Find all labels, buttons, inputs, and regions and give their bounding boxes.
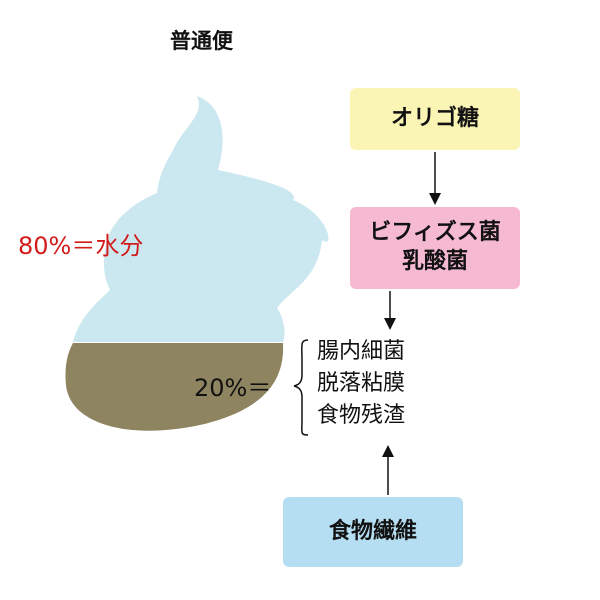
- dietary-fiber-box: 食物繊維: [283, 497, 463, 567]
- bifidobacteria-label: ビフィズス菌: [369, 220, 501, 246]
- arrow-fiber-to-components: [382, 445, 394, 495]
- oligosaccharide-label: オリゴ糖: [390, 105, 479, 131]
- component-item: 脱落粘膜: [317, 371, 406, 396]
- water-label: 80%＝水分: [18, 232, 144, 260]
- component-item: 食物残渣: [317, 403, 406, 428]
- diagram-title: 普通便: [170, 29, 233, 53]
- bacteria-box: ビフィズス菌 乳酸菌: [350, 207, 520, 289]
- solid-label: 20%＝: [194, 374, 272, 402]
- arrow-oligo-to-bacteria: [429, 152, 441, 205]
- brace: [293, 339, 309, 436]
- components-list: 腸内細菌 脱落粘膜 食物残渣: [317, 336, 405, 432]
- solid-portion: [65, 343, 284, 431]
- dietary-fiber-label: 食物繊維: [328, 518, 417, 544]
- oligosaccharide-box: オリゴ糖: [350, 88, 520, 150]
- arrow-bacteria-to-components: [384, 291, 396, 330]
- lactic-acid-bacteria-label: 乳酸菌: [401, 249, 468, 274]
- water-portion: [73, 96, 329, 342]
- component-item: 腸内細菌: [317, 339, 406, 364]
